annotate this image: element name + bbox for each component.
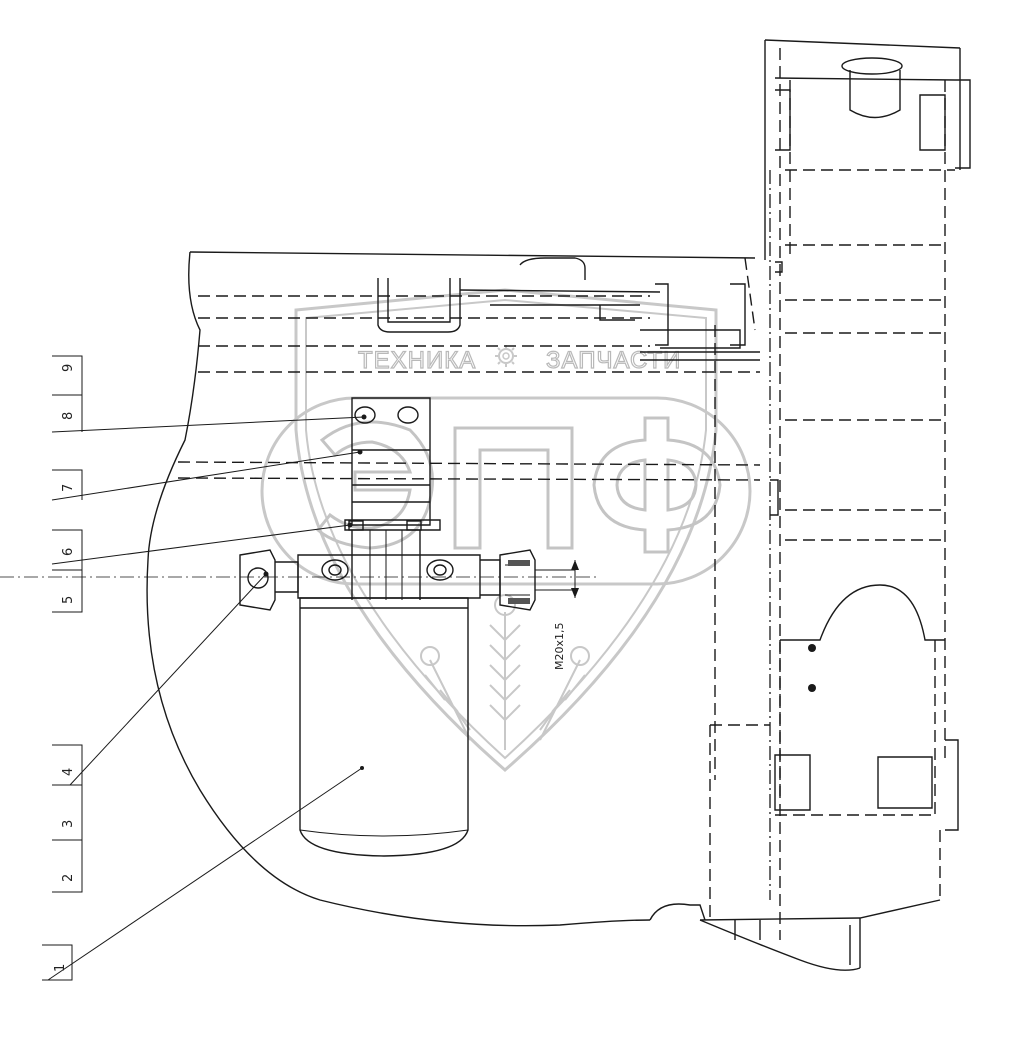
filter-canister: [299, 597, 469, 857]
top-bracket: [377, 257, 760, 361]
leader-lines: [47, 414, 367, 981]
callout-3: 3: [61, 820, 76, 828]
callout-column: [42, 355, 83, 981]
callout-5: 5: [61, 596, 76, 604]
callout-8: 8: [61, 412, 76, 420]
dimension-label: M20x1,5: [553, 623, 566, 671]
watermark: ТЕХНИКА ЗАПЧАСТИ: [260, 288, 752, 772]
callout-4: 4: [61, 768, 76, 776]
gear-icon: [495, 345, 517, 367]
frame-assembly: [649, 39, 971, 968]
callout-labels: 9 8 7 6 5 4 3 2 1: [53, 364, 76, 972]
callout-7: 7: [61, 484, 76, 492]
watermark-left-word: ТЕХНИКА: [358, 347, 476, 374]
callout-6: 6: [61, 548, 76, 556]
callout-1: 1: [53, 964, 68, 972]
watermark-wheat: [420, 594, 590, 750]
watermark-badge: [260, 396, 752, 586]
filter-mount: M20x1,5: [0, 397, 600, 671]
body-outline: [146, 251, 861, 971]
callout-2: 2: [61, 874, 76, 882]
callout-9: 9: [61, 364, 76, 372]
